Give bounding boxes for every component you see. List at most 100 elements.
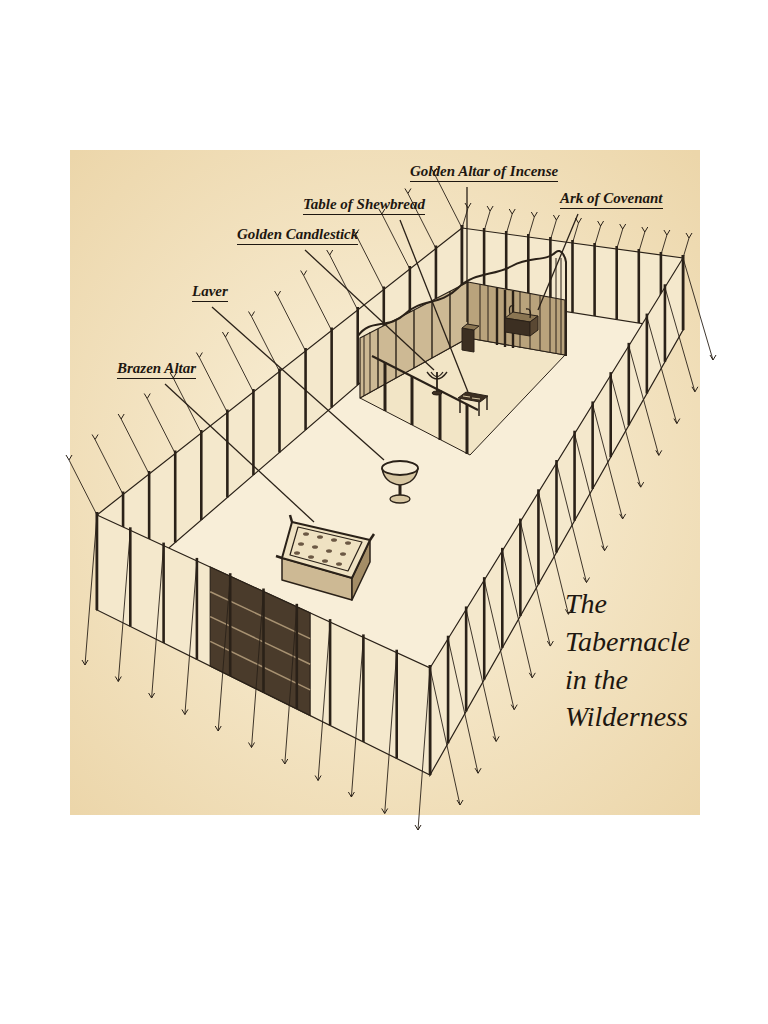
tent-stake	[249, 312, 255, 317]
tent-stake	[115, 677, 121, 682]
tent-stake	[249, 743, 255, 748]
tent-stake	[348, 792, 354, 797]
tent-stake	[222, 332, 228, 337]
tent-stake	[529, 673, 535, 678]
part-label: Table of Shewbread	[303, 196, 425, 215]
part-label: Brazen Altar	[117, 360, 196, 379]
guy-rope	[199, 358, 227, 413]
tent-stake	[457, 800, 463, 805]
tent-stake	[692, 387, 698, 392]
part-label: Golden Candlestick	[237, 226, 358, 245]
fence-post	[362, 634, 365, 742]
fence-post	[571, 240, 574, 313]
guy-rope	[85, 515, 97, 665]
curtain-cutaway	[358, 251, 566, 356]
veil-hangings	[480, 284, 550, 352]
tent-stake	[686, 233, 692, 238]
tent-stake	[511, 705, 517, 710]
guy-rope	[285, 607, 297, 764]
guy-rope	[147, 399, 175, 454]
guy-rope	[448, 639, 478, 774]
guy-rope	[218, 576, 230, 731]
part-label: Ark of Covenant	[560, 190, 663, 209]
tent-stake	[182, 710, 188, 715]
fence-post	[96, 512, 99, 610]
fence-post	[646, 314, 649, 394]
leader-lines	[165, 187, 578, 522]
gate-stripe	[210, 641, 310, 690]
candlestick-symbol	[427, 372, 447, 395]
guy-rope	[430, 668, 460, 805]
guy-rope	[520, 522, 550, 647]
fence-post	[682, 255, 685, 330]
guy-rope	[330, 255, 358, 310]
tent-stake	[282, 759, 288, 764]
guy-rope	[575, 434, 605, 551]
tent-stake	[315, 776, 321, 781]
guy-rope	[484, 580, 514, 710]
fence-curtain	[97, 515, 430, 775]
guy-rope	[318, 622, 330, 780]
tent-stake	[301, 271, 307, 276]
fence-post	[573, 431, 576, 521]
guy-rope	[665, 287, 695, 392]
fence-post	[252, 389, 255, 475]
tent-stake	[66, 455, 72, 460]
fence-post	[278, 369, 281, 453]
guy-rope	[593, 404, 623, 519]
leader-line	[538, 214, 578, 310]
tent-stake	[553, 215, 559, 220]
fence-post	[330, 328, 333, 408]
court-fence	[82, 512, 430, 830]
tent-stake	[92, 435, 98, 440]
tent-stake	[509, 209, 515, 214]
fence-post	[501, 548, 504, 648]
fence-post	[429, 665, 432, 775]
guy-rope	[351, 637, 363, 797]
entrance-beam	[372, 356, 478, 410]
tent-stake	[620, 224, 626, 229]
guy-rope	[304, 276, 332, 331]
table-symbol	[458, 392, 488, 416]
guy-rope	[69, 460, 97, 515]
fence-post	[356, 307, 359, 385]
leader-line	[466, 187, 467, 322]
fence-post	[226, 410, 229, 498]
fence-post	[174, 451, 177, 543]
tent-structure	[358, 251, 566, 455]
laver-symbol	[382, 461, 418, 503]
tent-side-wall	[360, 282, 468, 398]
fence-post	[483, 577, 486, 680]
tent-stake	[327, 250, 333, 255]
guy-rope	[557, 463, 587, 583]
fence-post	[200, 430, 203, 520]
tent-stake	[531, 212, 537, 217]
fence-post	[609, 372, 612, 457]
tent-stake	[493, 736, 499, 741]
fence-post	[329, 619, 332, 725]
fence-post	[429, 665, 432, 775]
wall-boards	[378, 291, 450, 388]
fence-post	[262, 589, 265, 693]
guy-rope	[629, 346, 659, 456]
guy-rope	[95, 440, 123, 495]
tent-stake	[487, 206, 493, 211]
fence-post	[196, 558, 199, 660]
incense-altar-symbol	[462, 324, 479, 352]
part-label: Laver	[192, 283, 228, 302]
guy-rope	[278, 296, 306, 351]
tent-stake	[664, 230, 670, 235]
fence-post	[555, 460, 558, 553]
fence-post	[162, 543, 165, 643]
tent-stake	[547, 641, 553, 646]
leader-line	[165, 384, 314, 522]
guy-rope	[152, 546, 164, 698]
tent-back-wall	[468, 282, 565, 355]
entrance-pillars	[385, 362, 467, 454]
tent-stake	[620, 514, 626, 519]
tent-stake	[710, 355, 716, 360]
leader-line	[400, 220, 468, 392]
tent-stake	[638, 482, 644, 487]
guy-rope	[538, 492, 568, 614]
